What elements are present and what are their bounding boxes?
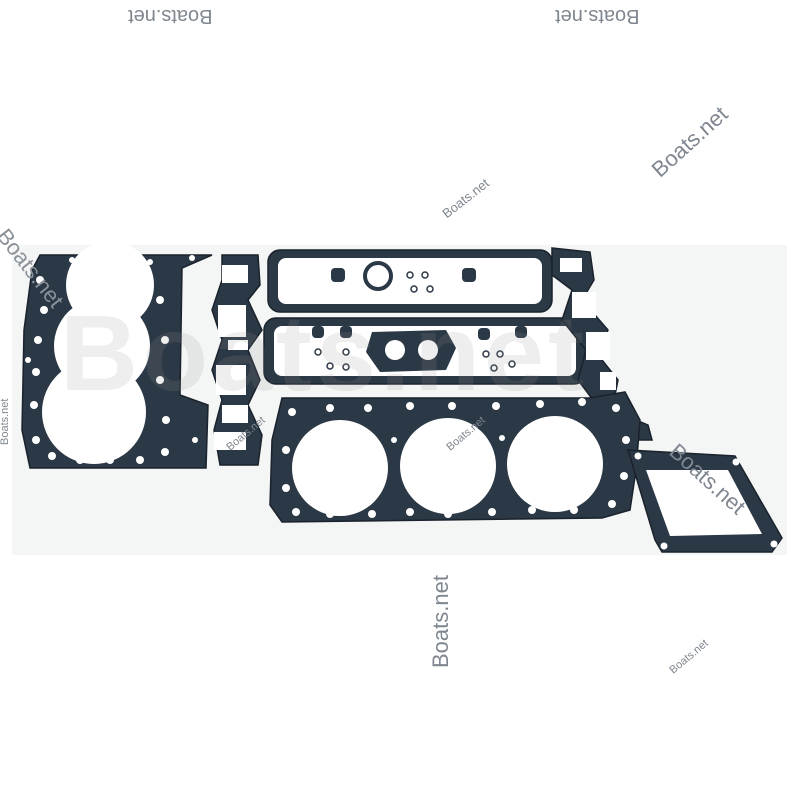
watermark-background: Boats.net — [60, 292, 589, 413]
left-head-gasket — [21, 241, 213, 469]
valve-cover-gasket-middle — [263, 317, 587, 385]
carburetor-base-gasket — [626, 449, 783, 553]
watermark-top-right: Boats.net — [555, 5, 640, 27]
watermark-bottom-center: Boats.net — [428, 575, 453, 668]
right-intake-gasket — [551, 247, 653, 441]
left-intake-gasket — [211, 254, 263, 466]
right-head-gasket — [269, 391, 641, 523]
watermark-left-edge: Boats.net — [0, 398, 11, 445]
watermark-top-left: Boats.net — [128, 5, 213, 27]
valve-cover-gasket-top — [267, 249, 553, 313]
